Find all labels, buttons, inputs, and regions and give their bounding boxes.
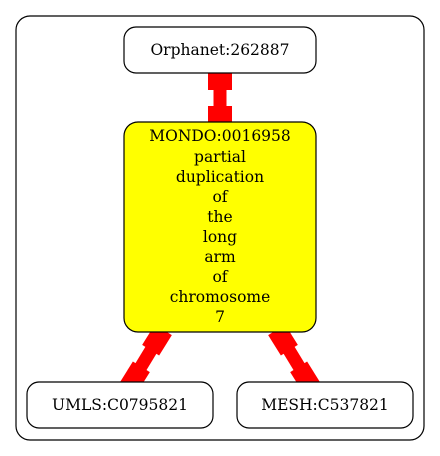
node-mondo-label: MONDO:0016958 bbox=[149, 127, 291, 145]
edge-orphanet-mondo bbox=[208, 70, 232, 126]
node-mondo-description-line: the bbox=[207, 208, 232, 226]
node-mondo-description-line: 7 bbox=[215, 308, 225, 326]
node-mondo-description-line: arm bbox=[204, 248, 236, 266]
node-mesh-box bbox=[236, 381, 414, 429]
node-mesh-label: MESH:C537821 bbox=[261, 396, 389, 414]
node-mesh[interactable]: MESH:C537821 bbox=[236, 381, 414, 429]
node-umls-box bbox=[26, 381, 214, 429]
node-umls[interactable]: UMLS:C0795821 bbox=[26, 381, 214, 429]
node-mondo-description-line: long bbox=[203, 228, 237, 246]
node-mondo-description-line: chromosome bbox=[170, 288, 271, 306]
graph-cluster-frame bbox=[15, 15, 425, 441]
node-orphanet[interactable]: Orphanet:262887 bbox=[123, 26, 317, 74]
node-mondo-description-line: of bbox=[212, 268, 228, 286]
edge-orphanet-mondo-cap-bottom bbox=[208, 106, 232, 126]
node-mondo-description-line: duplication bbox=[176, 168, 264, 186]
edge-orphanet-mondo-cap-top bbox=[208, 70, 232, 90]
node-orphanet-label: Orphanet:262887 bbox=[150, 41, 289, 59]
node-mondo-description-line: of bbox=[212, 188, 228, 206]
node-mondo[interactable]: MONDO:0016958 partial duplication of the… bbox=[123, 121, 317, 333]
node-mondo-box bbox=[123, 121, 317, 333]
node-orphanet-box bbox=[123, 26, 317, 74]
node-mondo-description-line: partial bbox=[194, 148, 246, 166]
node-umls-label: UMLS:C0795821 bbox=[52, 396, 188, 414]
